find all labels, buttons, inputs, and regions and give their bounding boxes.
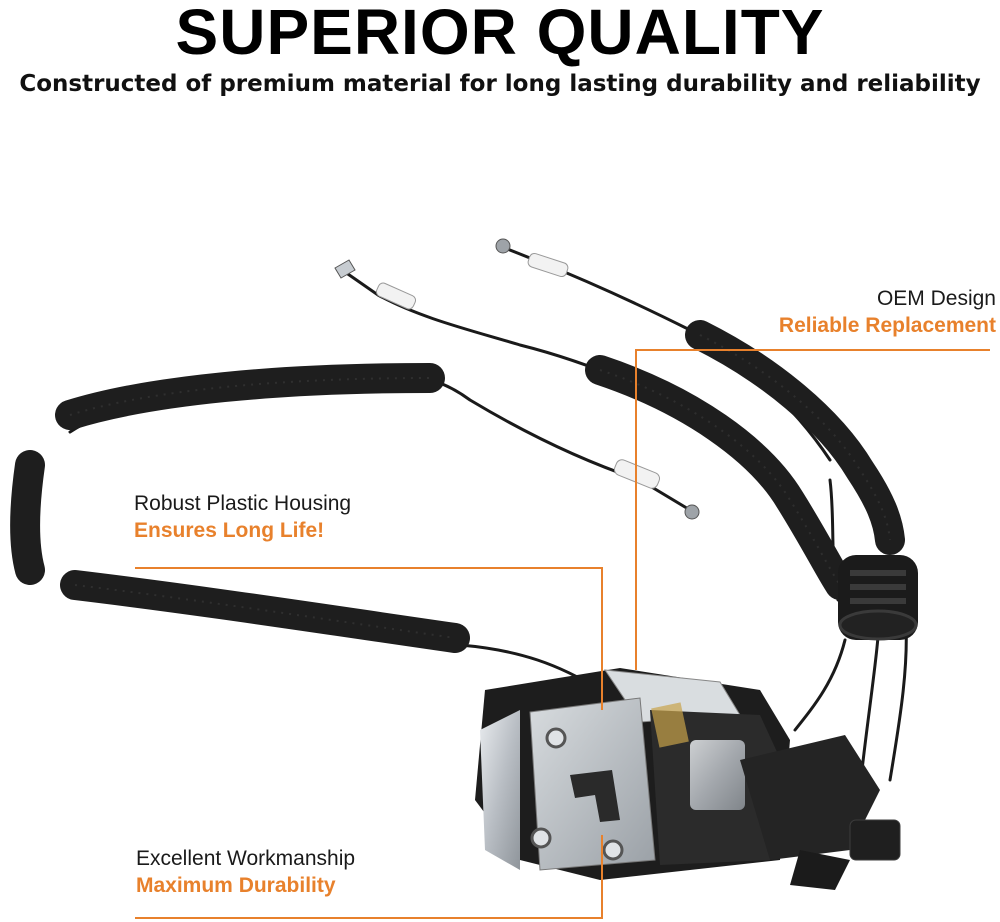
callout-plastic-housing: Robust Plastic Housing Ensures Long Life… bbox=[134, 491, 351, 545]
callout-workmanship: Excellent Workmanship Maximum Durability bbox=[136, 846, 355, 900]
callout-oem-label: OEM Design bbox=[876, 287, 996, 310]
rubber-grommet bbox=[838, 555, 918, 641]
callout-workmanship-label: Excellent Workmanship bbox=[136, 847, 356, 870]
lock-actuator bbox=[475, 668, 901, 890]
subheadline: Constructed of premium material for long… bbox=[19, 71, 981, 97]
callout-workmanship-highlight: Maximum Durability bbox=[136, 874, 336, 897]
cable-end-fittings bbox=[334, 238, 700, 520]
foam-texture bbox=[69, 334, 891, 639]
headline: SUPERIOR QUALITY bbox=[175, 0, 825, 68]
foam-sleeves bbox=[10, 320, 905, 653]
callout-leader-lines bbox=[135, 349, 990, 919]
callout-housing-highlight: Ensures Long Life! bbox=[134, 519, 325, 542]
callout-housing-label: Robust Plastic Housing bbox=[134, 492, 352, 515]
callout-oem-highlight: Reliable Replacement bbox=[778, 314, 996, 337]
callout-oem-design: OEM Design Reliable Replacement bbox=[779, 286, 996, 340]
